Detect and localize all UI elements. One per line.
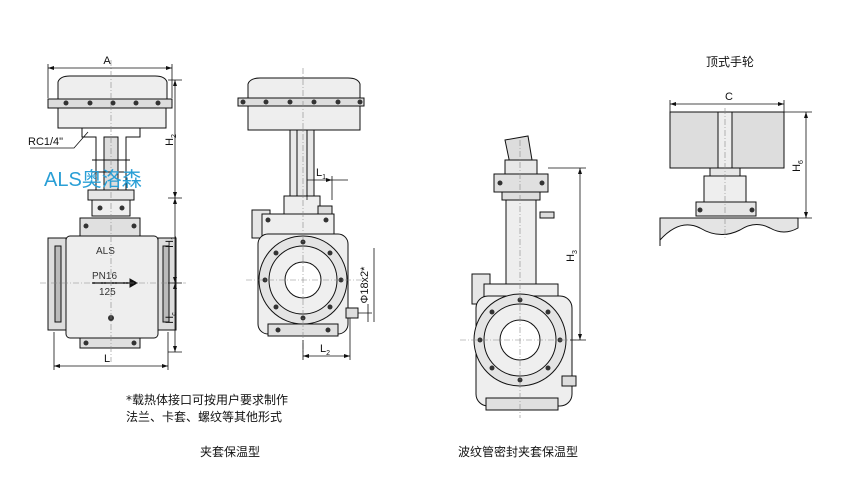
dim-H6-label: H6	[791, 160, 805, 172]
actuator-dome	[57, 75, 168, 103]
rc-port-label: RC1/4"	[28, 136, 63, 148]
l1-glyph: L	[316, 167, 322, 179]
dim-H2-label: H2	[164, 134, 178, 146]
note-line-2: 法兰、卡套、螺纹等其他形式	[126, 410, 282, 424]
dim-L-label: L	[104, 353, 110, 365]
hc-subscript: c	[171, 312, 178, 316]
dim-Hc-label: Hc	[164, 312, 178, 324]
top-handwheel-title: 顶式手轮	[706, 55, 754, 69]
caption-bellows-jacketed: 波纹管密封夹套保温型	[458, 444, 578, 459]
dim-L2-label: L2	[320, 343, 330, 357]
dim-C-label: C	[725, 91, 733, 103]
right-valve-bellows-view	[460, 135, 586, 418]
dim-H1-label: H1	[164, 236, 178, 248]
h2-subscript: 2	[171, 134, 178, 138]
dim-L1-label: L1	[316, 167, 326, 181]
phi-label: Φ18x2*	[359, 266, 371, 304]
note-line-1: *载热体接口可按用户要求制作	[126, 392, 288, 407]
caption-jacketed: 夹套保温型	[200, 445, 260, 459]
h1-subscript: 1	[171, 236, 178, 240]
top-handwheel-detail	[659, 100, 812, 246]
h3-glyph: H	[565, 254, 577, 262]
dim-A-label: A	[103, 55, 111, 67]
l2-subscript: 2	[326, 350, 330, 357]
h6-glyph: H	[791, 164, 803, 172]
dn-label: 125	[99, 287, 116, 298]
middle-valve-side-view	[237, 68, 375, 360]
pn-label: PN16	[92, 271, 117, 282]
h6-subscript: 6	[798, 160, 805, 164]
h-glyph: H	[164, 240, 176, 248]
l1-subscript: 1	[322, 174, 326, 181]
h-glyph: H	[164, 138, 176, 146]
h-glyph: H	[164, 316, 176, 324]
body-als-label: ALS	[96, 246, 115, 257]
dim-H3-label: H3	[565, 250, 579, 262]
brand-watermark: ALS奥洛森	[44, 168, 142, 191]
l2-glyph: L	[320, 343, 326, 355]
left-valve-front-view	[30, 60, 186, 370]
h3-subscript: 3	[572, 250, 579, 254]
